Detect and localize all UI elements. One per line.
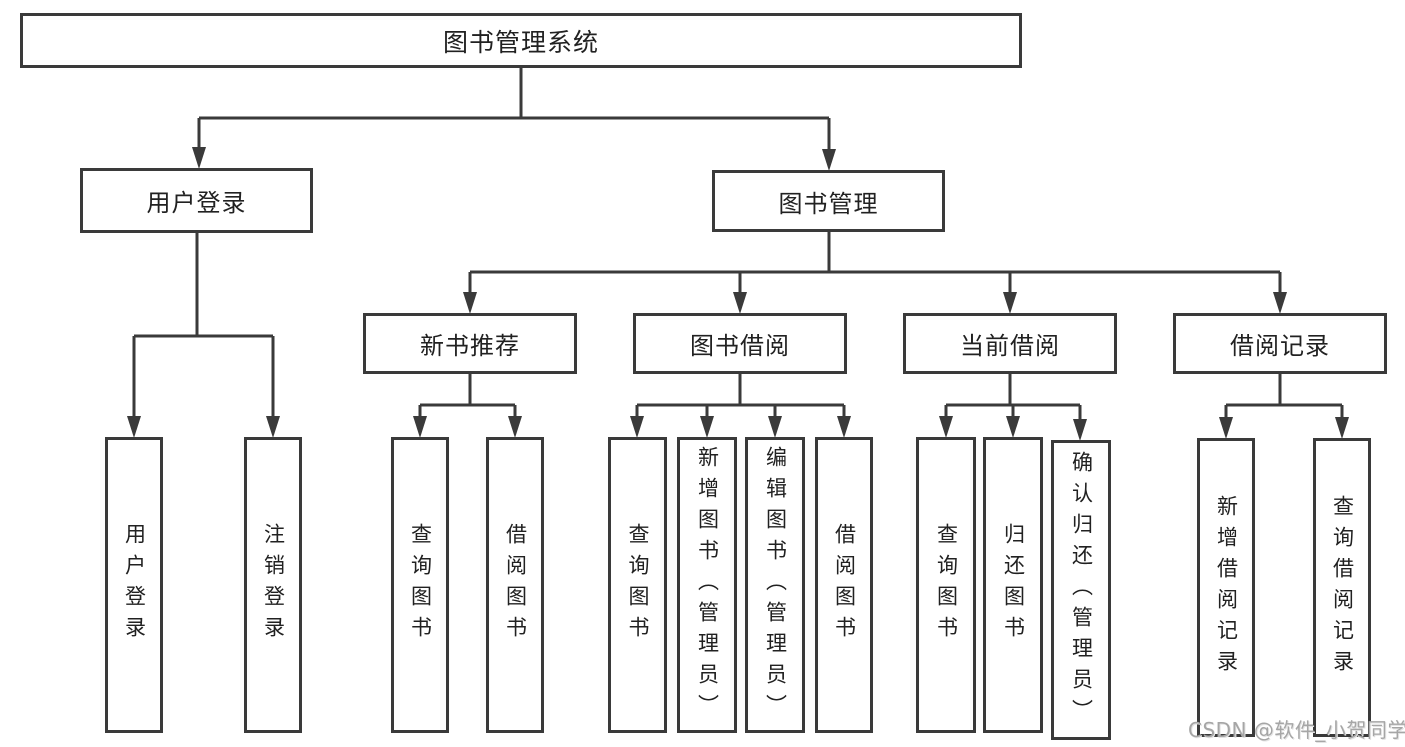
node-new-book-recommend: 新书推荐 [363, 313, 577, 374]
node-book-management-branch: 图书管理 [712, 170, 945, 232]
node-user-login-branch: 用户登录 [80, 168, 313, 233]
node-label: 注销登录 [261, 523, 286, 647]
node-label: 查询图书 [934, 523, 959, 647]
node-label: 当前借阅 [960, 332, 1060, 360]
node-label: 新增借阅记录 [1214, 494, 1239, 681]
connector-mgmt-branch [468, 232, 1282, 297]
node-label: 新增图书（管理员） [695, 445, 720, 725]
node-label: 新书推荐 [420, 332, 520, 360]
node-label: 归还图书 [1001, 523, 1026, 647]
node-label: 用户登录 [146, 189, 247, 217]
node-label: 借阅图书 [832, 523, 857, 647]
node-leaf-borrow-books-1: 借阅图书 [486, 437, 544, 733]
node-label: 借阅图书 [503, 523, 528, 647]
node-leaf-add-books-admin: 新增图书（管理员） [677, 437, 737, 733]
node-leaf-user-login: 用户登录 [105, 437, 163, 733]
node-leaf-add-borrow-record: 新增借阅记录 [1197, 438, 1255, 737]
node-leaf-query-books-3: 查询图书 [916, 437, 976, 733]
csdn-watermark: CSDN @软件_小贺同学 [1188, 718, 1405, 742]
node-label: 用户登录 [122, 523, 147, 647]
node-leaf-query-books-2: 查询图书 [608, 437, 667, 733]
node-label: 查询借阅记录 [1330, 494, 1355, 681]
arrowheads [127, 147, 1349, 441]
node-leaf-borrow-books-2: 借阅图书 [815, 437, 873, 733]
connector-current-branch [944, 374, 1082, 424]
node-book-borrowing: 图书借阅 [633, 313, 847, 374]
node-current-borrowing: 当前借阅 [903, 313, 1117, 374]
node-leaf-query-borrow-record: 查询借阅记录 [1313, 438, 1371, 737]
node-leaf-edit-books-admin: 编辑图书（管理员） [745, 437, 805, 733]
node-label: 借阅记录 [1230, 332, 1330, 360]
connector-record-branch [1224, 374, 1344, 422]
node-leaf-query-books-1: 查询图书 [391, 437, 449, 733]
node-label: 图书管理系统 [442, 27, 599, 57]
connector-root [197, 68, 831, 154]
connector-newbook-branch [418, 374, 517, 421]
node-label: 查询图书 [626, 523, 650, 647]
node-library-system: 图书管理系统 [20, 13, 1022, 68]
node-leaf-return-books: 归还图书 [983, 437, 1043, 733]
node-borrowing-records: 借阅记录 [1173, 313, 1387, 374]
node-label: 查询图书 [408, 523, 433, 647]
node-label: 编辑图书（管理员） [763, 445, 788, 725]
connector-borrow-branch [635, 374, 846, 421]
node-leaf-logout: 注销登录 [244, 437, 302, 733]
node-label: 确认归还（管理员） [1069, 450, 1094, 730]
node-label: 图书借阅 [690, 332, 790, 360]
node-leaf-confirm-return-admin: 确认归还（管理员） [1051, 440, 1111, 740]
node-label: 图书管理 [778, 189, 879, 218]
connector-login-branch [132, 233, 275, 421]
